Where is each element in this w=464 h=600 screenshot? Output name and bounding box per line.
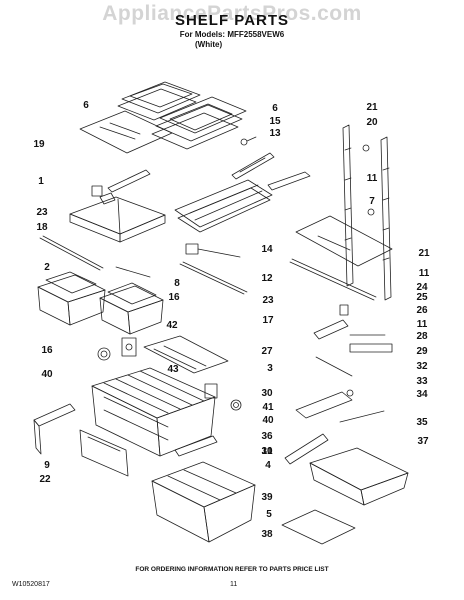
rod-8 (115, 266, 151, 278)
callout-32: 32 (416, 361, 428, 372)
callout-4: 4 (265, 460, 271, 471)
callout-35: 35 (416, 417, 428, 428)
rail-10 (174, 435, 218, 457)
rail-13 (231, 152, 275, 180)
glass-shelf-24 (295, 215, 393, 267)
callout-14: 14 (261, 244, 273, 255)
crisper-drawer-16-right (99, 282, 164, 335)
callout-6: 6 (83, 100, 89, 111)
callout-16: 16 (41, 345, 53, 356)
callout-3: 3 (267, 363, 273, 374)
callout-23: 23 (36, 207, 48, 218)
callout-7: 7 (369, 196, 375, 207)
mount-42 (121, 337, 137, 357)
wire-frame-3 (143, 335, 229, 374)
ladder-rail-right (380, 136, 392, 301)
rail-30 (315, 356, 353, 377)
shelf-frame-6-right (151, 96, 247, 150)
crisper-drawer-16-left (37, 271, 106, 326)
callout-12: 12 (261, 273, 273, 284)
callout-38: 38 (261, 529, 273, 540)
callout-16: 16 (168, 292, 180, 303)
screw-20 (362, 144, 370, 152)
callout-11: 11 (418, 268, 430, 279)
callout-18: 18 (36, 222, 48, 233)
callout-21: 21 (418, 248, 430, 259)
wire-basket-lower (151, 461, 256, 543)
model-subtitle: For Models: MFF2558VEW6 (179, 30, 285, 39)
callout-22: 22 (39, 474, 51, 485)
shelf-frame-6-left (117, 81, 201, 121)
callout-28: 28 (416, 331, 428, 342)
callout-41: 41 (262, 402, 274, 413)
rail-1 (91, 169, 151, 197)
callout-40: 40 (262, 415, 274, 426)
callout-8: 8 (174, 278, 180, 289)
rod-25 (289, 258, 377, 301)
callout-21: 21 (366, 102, 378, 113)
callout-23: 23 (262, 295, 274, 306)
callout-11: 11 (416, 319, 428, 330)
watermark-text: AppliancePartsPros.com (102, 2, 362, 25)
callout-40: 40 (41, 369, 53, 380)
divider-31 (284, 433, 329, 465)
model-variant: (White) (195, 40, 223, 49)
callout-11: 11 (366, 173, 378, 184)
page-number: 11 (230, 581, 238, 588)
callout-17: 17 (262, 315, 274, 326)
callout-26: 26 (416, 305, 428, 316)
glass-shelf-19 (79, 110, 173, 154)
callout-19: 19 (33, 139, 45, 150)
callout-27: 27 (261, 346, 273, 357)
doc-number: W10520817 (12, 581, 50, 588)
callout-20: 20 (366, 117, 378, 128)
ordering-info-note: FOR ORDERING INFORMATION REFER TO PARTS … (135, 566, 329, 573)
callout-9: 9 (44, 460, 50, 471)
callout-31: 31 (261, 446, 273, 457)
callout-24: 24 (416, 282, 428, 293)
callout-33: 33 (416, 376, 428, 387)
bracket-43 (204, 383, 218, 399)
roller-40-left (97, 347, 111, 361)
callout-37: 37 (417, 436, 429, 447)
tray-38 (281, 509, 356, 545)
panel-22 (79, 429, 129, 477)
clip-26 (339, 304, 349, 316)
wire-shelf-14 (174, 171, 311, 233)
rod-35 (339, 410, 385, 423)
callout-10: 10 (261, 446, 273, 457)
rod-2 (39, 235, 104, 271)
bracket-27 (313, 319, 349, 340)
callout-1: 1 (38, 176, 44, 187)
callout-36: 36 (261, 431, 273, 442)
callout-43: 43 (167, 364, 179, 375)
bracket-29 (349, 343, 393, 353)
callout-15: 15 (269, 116, 281, 127)
slide-assembly-32 (295, 389, 354, 419)
page-title: SHELF PARTS (174, 12, 290, 29)
callout-25: 25 (416, 292, 428, 303)
callout-5: 5 (266, 509, 272, 520)
roller-40-right (230, 399, 242, 411)
callout-34: 34 (416, 389, 428, 400)
callout-39: 39 (261, 492, 273, 503)
callout-6: 6 (272, 103, 278, 114)
callout-42: 42 (166, 320, 178, 331)
callout-30: 30 (261, 388, 273, 399)
callout-29: 29 (416, 346, 428, 357)
panel-9 (33, 403, 76, 455)
crisper-frame-18 (69, 192, 166, 243)
rod-17 (179, 261, 248, 295)
deli-pan-37 (309, 447, 409, 506)
callout-2: 2 (44, 262, 50, 273)
clip-12 (185, 243, 241, 258)
wire-basket-large (91, 367, 216, 457)
screw-7 (367, 208, 375, 216)
screw-15 (240, 136, 257, 146)
callout-13: 13 (269, 128, 281, 139)
ladder-rail-left (342, 124, 354, 287)
